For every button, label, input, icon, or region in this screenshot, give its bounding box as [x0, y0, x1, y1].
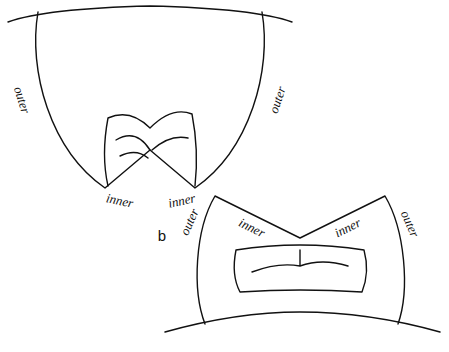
- cavity-outline: [234, 245, 366, 292]
- part-label: outer: [11, 85, 33, 115]
- ridge-line: [116, 136, 188, 158]
- occlusal-edge: [8, 6, 292, 22]
- part-label: inner: [105, 191, 135, 210]
- crown-outline: [197, 196, 404, 324]
- part-label: outer: [267, 85, 289, 115]
- figure-letter: b: [158, 229, 166, 243]
- part-label: outer: [178, 207, 202, 238]
- cavity-outline: [105, 112, 197, 186]
- part-label: outer: [398, 209, 422, 240]
- ridge-line: [252, 250, 348, 272]
- crown-outline: [36, 12, 265, 188]
